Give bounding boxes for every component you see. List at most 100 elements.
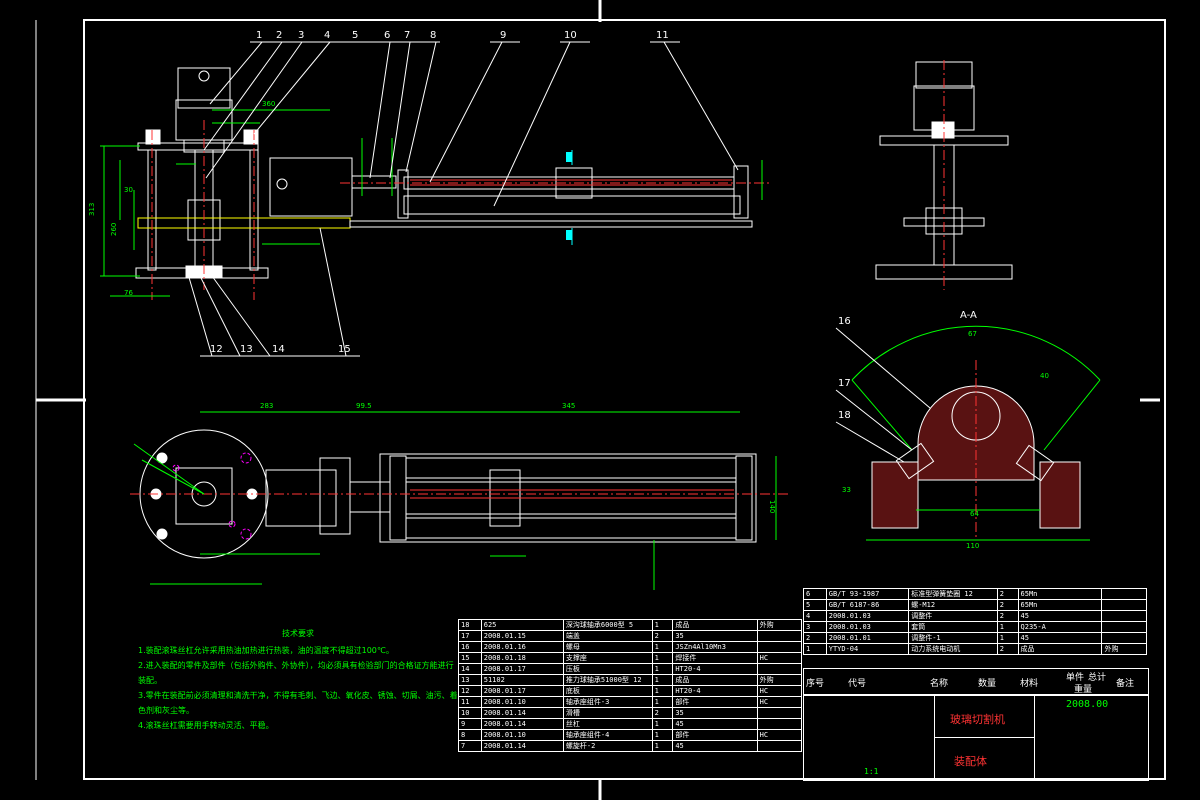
bom-cell: 焊接件 (672, 652, 758, 664)
note-item: 4.滚珠丝杠需要用手转动灵活、平稳。 (138, 721, 274, 730)
header-cell: 重量 (1074, 685, 1093, 695)
bom-cell: 标准型弹簧垫圈 12 (908, 588, 998, 600)
section-a-a (851, 325, 1101, 541)
drawing-code: 2008.00 (1066, 699, 1109, 710)
bom-cell: HC (756, 729, 803, 741)
bom-cell: 1 (651, 718, 674, 730)
bom-cell: 45 (1017, 632, 1103, 644)
part-number-labels-top: 1 2 3 4 5 6 7 8 9 10 11 12 13 14 15 (210, 30, 669, 355)
bom-cell: 1 (803, 643, 827, 655)
svg-text:345: 345 (562, 402, 575, 410)
part-label: 4 (324, 30, 330, 41)
bom-cell (1101, 621, 1147, 633)
bom-cell: 1 (651, 641, 674, 653)
svg-text:33: 33 (842, 486, 851, 494)
part-label: 3 (298, 30, 304, 41)
hidden-holes (172, 452, 252, 540)
bom-cell: 1 (651, 729, 674, 741)
part-label: 16 (838, 316, 851, 327)
plan-dimensions (133, 411, 777, 590)
section-dim-text: 67 40 64 110 33 (842, 330, 1049, 550)
bom-cell: 2008.01.03 (825, 621, 910, 633)
bom-cell: 1 (651, 740, 674, 752)
bom-cell: 18 (458, 619, 482, 631)
section-labels: A-A 16 17 18 (838, 310, 977, 421)
part-label: 6 (384, 30, 390, 41)
bom-cell: 1 (651, 663, 674, 675)
bom-cell: 2008.01.17 (480, 685, 564, 697)
bom-cell: 2008.01.18 (480, 652, 564, 664)
part-label: 7 (404, 30, 410, 41)
svg-text:260: 260 (110, 223, 118, 236)
bom-cell: 625 (480, 619, 564, 631)
center-marks (36, 0, 1160, 800)
bom-cell: HC (756, 696, 803, 708)
bom-cell: 10 (458, 707, 482, 719)
bom-cell: 轴承座组件-4 (562, 729, 653, 741)
bom-cell: 螺旋杆-2 (562, 740, 653, 752)
svg-text:360: 360 (262, 100, 275, 108)
bom-cell: 端盖 (562, 630, 653, 642)
screw-thread-lines (151, 120, 770, 300)
part-label: 11 (656, 30, 669, 41)
bom-cell: 动力系统电动机 (908, 643, 998, 655)
bom-cell: 2 (996, 610, 1019, 622)
bom-cell (756, 718, 803, 730)
part-label: 1 (256, 30, 262, 41)
bom-cell: GB/T 6187-86 (825, 599, 910, 611)
svg-text:313: 313 (88, 203, 96, 216)
bom-cell: 轴承座组件-3 (562, 696, 653, 708)
bom-cell: 7 (458, 740, 482, 752)
bom-cell: 35 (672, 707, 758, 719)
bom-cell: HT20-4 (672, 663, 758, 675)
bom-cell: 压板 (562, 663, 653, 675)
bom-cell: 外购 (756, 674, 803, 686)
front-dim-text: 313 360 76 260 30 (88, 100, 275, 297)
bom-cell: 外购 (756, 619, 803, 631)
bom-cell: 45 (672, 740, 758, 752)
bom-cell: 5 (803, 599, 827, 611)
part-label: 12 (210, 344, 223, 355)
bom-cell: 2008.01.01 (825, 632, 910, 644)
bom-cell: 13 (458, 674, 482, 686)
bom-cell (756, 663, 803, 675)
svg-text:140: 140 (768, 500, 776, 513)
svg-text:40: 40 (1040, 372, 1049, 380)
bom-cell: 1 (651, 619, 674, 631)
header-cell: 总计 (1088, 673, 1107, 683)
bom-cell: 8 (458, 729, 482, 741)
technical-notes: 技术要求 1.装配滚珠丝杠允许采用热油加热进行热装，油的温度不得超过100℃。 … (138, 626, 458, 733)
drawing-name: 装配体 (954, 755, 987, 768)
bom-cell: 推力球轴承51000型 12 (562, 674, 653, 686)
bom-cell: 外购 (1101, 643, 1147, 655)
bom-cell: 部件 (672, 729, 758, 741)
part-label: 13 (240, 344, 253, 355)
bom-cell: 部件 (672, 696, 758, 708)
note-item: 1.装配滚珠丝杠允许采用热油加热进行热装，油的温度不得超过100℃。 (138, 646, 394, 655)
title-block: 玻璃切割机 装配体 2008.00 1:1 (803, 694, 1149, 781)
bom-cell: 螺母 (562, 641, 653, 653)
header-cell: 备注 (1116, 679, 1135, 689)
plan-centerlines (130, 489, 790, 499)
header-cell: 序号 (806, 679, 825, 689)
part-label: 17 (838, 378, 851, 389)
bom-cell (1101, 610, 1147, 622)
bom-cell: 2008.01.14 (480, 707, 564, 719)
bom-cell: 45 (672, 718, 758, 730)
section-cut-letters (566, 152, 572, 240)
bom-cell: 45 (1017, 610, 1103, 622)
bom-cell: 2 (651, 707, 674, 719)
front-dimensions (100, 109, 763, 297)
svg-text:283: 283 (260, 402, 273, 410)
svg-text:76: 76 (124, 289, 133, 297)
